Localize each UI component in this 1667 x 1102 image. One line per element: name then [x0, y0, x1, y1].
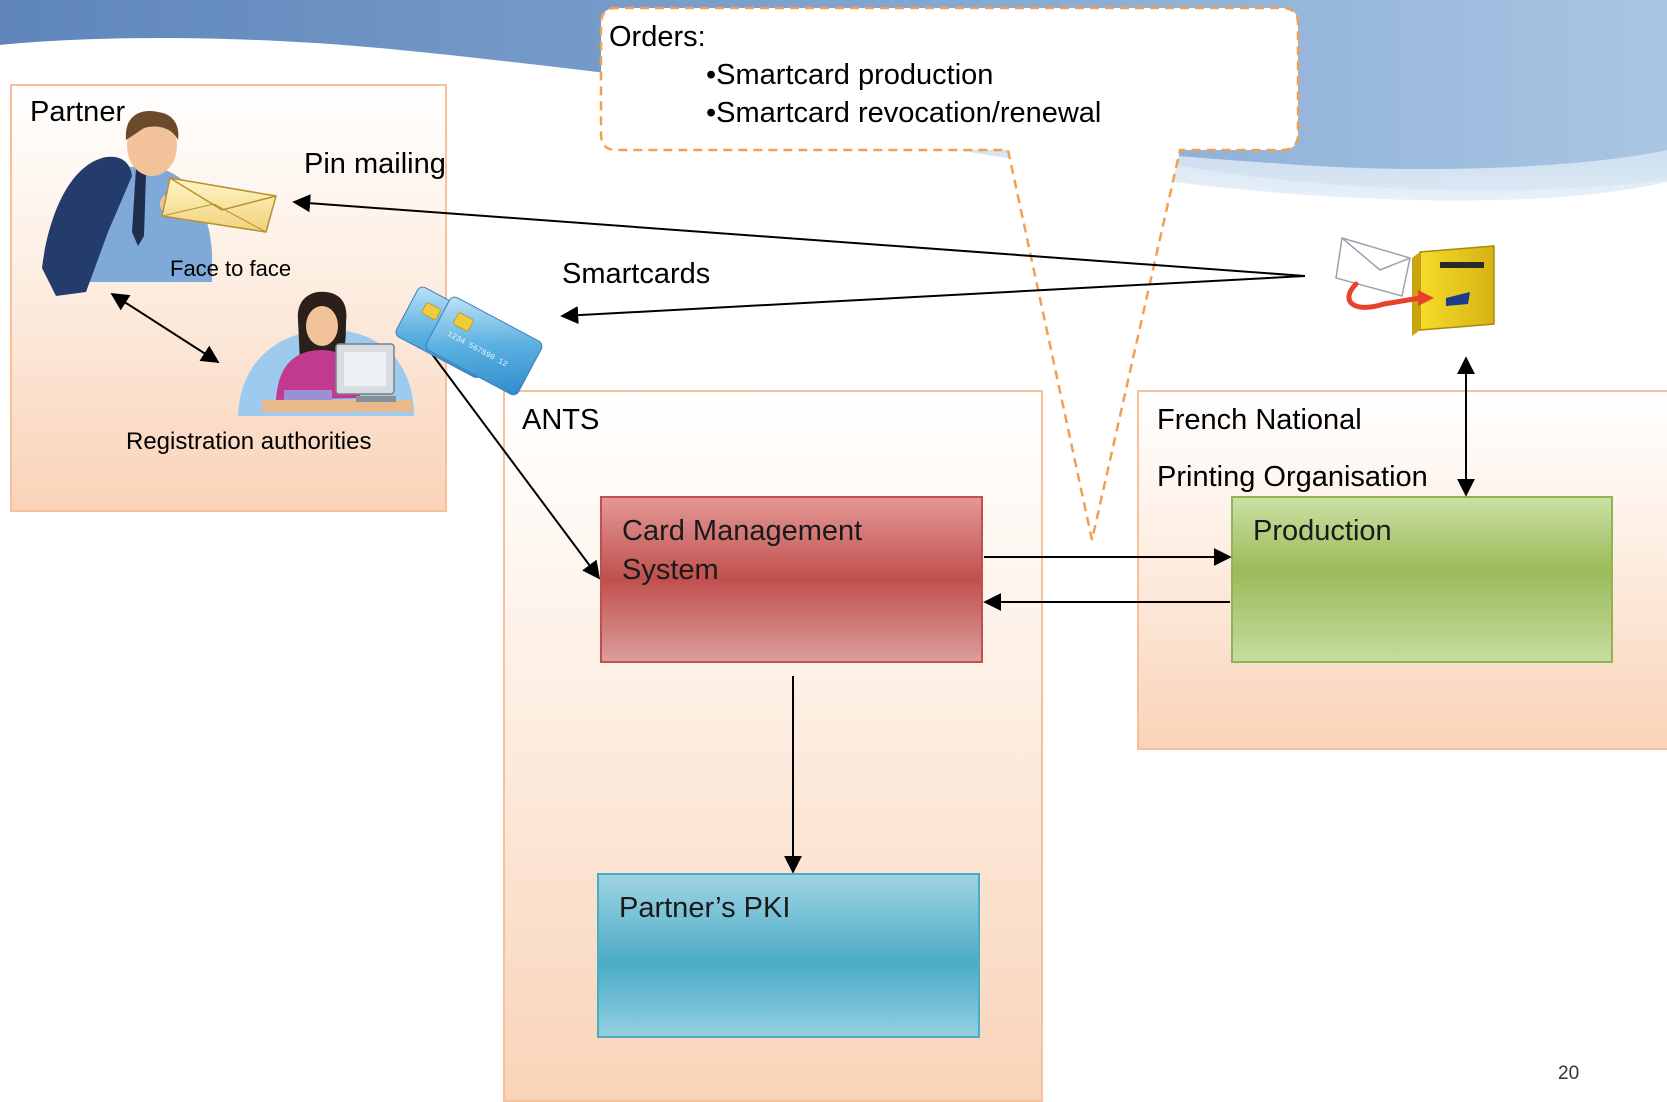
fnpo-title-line1: French National	[1157, 404, 1362, 436]
registration-authorities-label: Registration authorities	[126, 428, 372, 455]
ants-title: ANTS	[522, 404, 600, 436]
partner-title: Partner	[30, 96, 126, 128]
card-management-system-label: Card Management System	[622, 515, 863, 586]
partner-panel	[10, 84, 447, 512]
order-item-revocation: •Smartcard revocation/renewal	[706, 97, 1102, 129]
page-number: 20	[1558, 1063, 1580, 1084]
orders-callout-text: Orders: •Smartcard production •Smartcard…	[609, 18, 1101, 132]
pin-mailing-label: Pin mailing	[304, 148, 446, 180]
smartcards-label: Smartcards	[562, 258, 711, 290]
partners-pki-box: Partner’s PKI	[597, 873, 980, 1038]
order-item-production: •Smartcard production	[706, 59, 994, 91]
fnpo-title-line2: Printing Organisation	[1157, 461, 1428, 493]
orders-heading: Orders:	[609, 21, 706, 53]
face-to-face-label: Face to face	[170, 256, 292, 281]
card-management-system-box: Card Management System	[600, 496, 983, 663]
production-label: Production	[1253, 515, 1392, 547]
partners-pki-label: Partner’s PKI	[619, 892, 791, 924]
production-box: Production	[1231, 496, 1613, 663]
